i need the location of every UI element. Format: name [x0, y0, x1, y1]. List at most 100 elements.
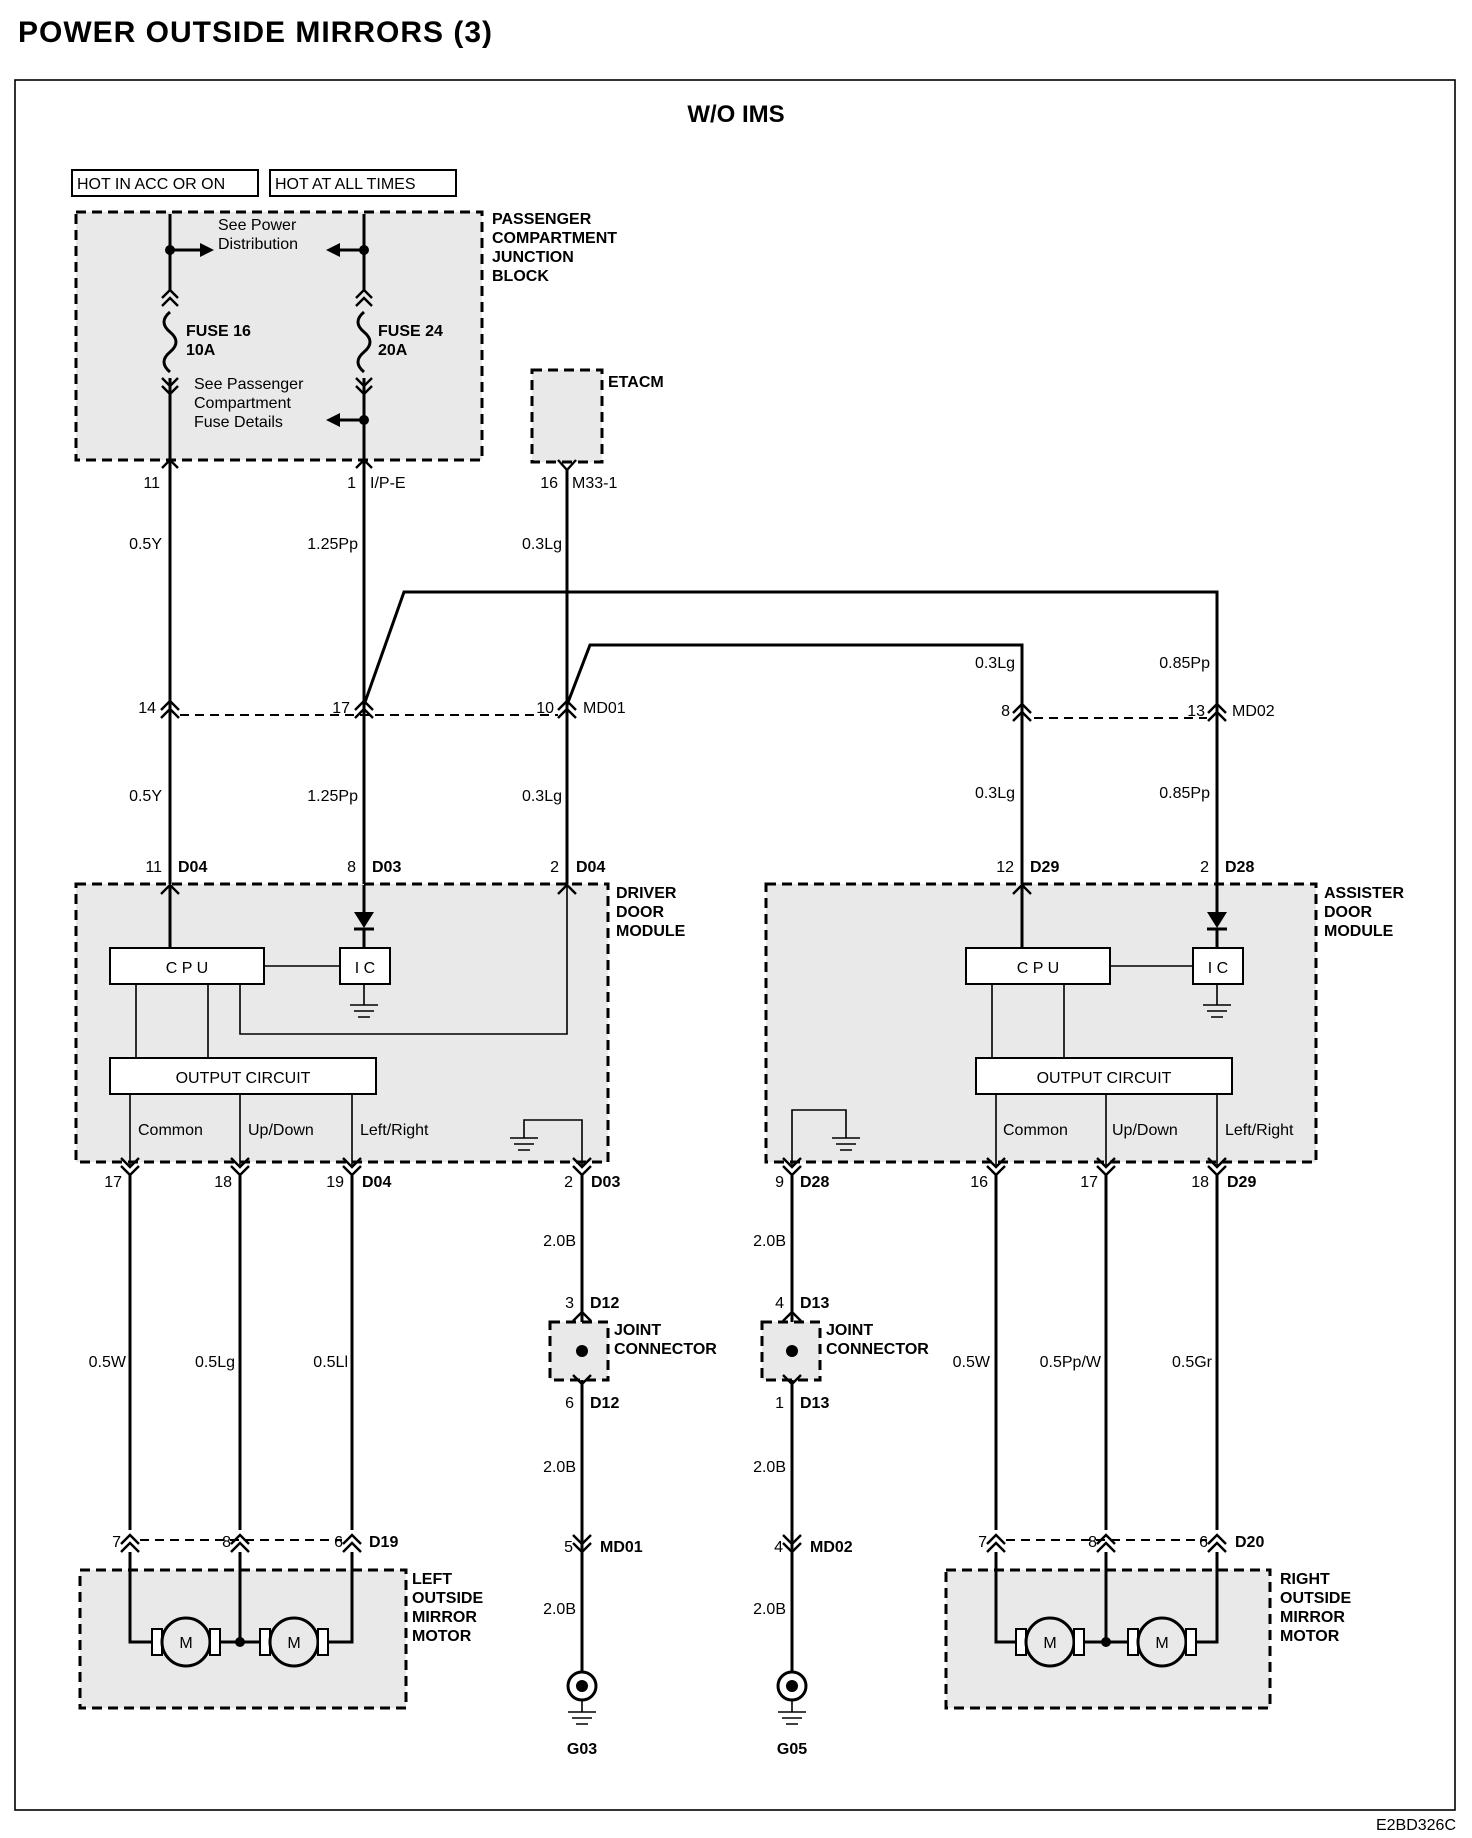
wire-labels-upper: 0.5Y 1.25Pp 0.3Lg 0.3Lg 0.85Pp 0.5Y 1.25… — [129, 536, 1210, 805]
svg-text:Distribution: Distribution — [218, 236, 298, 253]
svg-text:D13: D13 — [800, 1395, 829, 1412]
svg-text:Left/Right: Left/Right — [360, 1122, 429, 1139]
svg-text:0.5Y: 0.5Y — [129, 788, 162, 805]
svg-text:D28: D28 — [800, 1174, 829, 1191]
svg-text:Up/Down: Up/Down — [1112, 1122, 1178, 1139]
right-motor-1: M — [1043, 1635, 1056, 1652]
ground-g05-icon — [776, 1670, 808, 1725]
wire-labels-lower: 2.0B 2.0B 0.5W 0.5Lg 0.5Ll 0.5W 0.5Pp/W … — [89, 1233, 1213, 1618]
svg-text:DOOR: DOOR — [1324, 904, 1372, 921]
driver-cpu: C P U — [166, 960, 208, 977]
svg-text:JOINT: JOINT — [826, 1322, 873, 1339]
hot-acc-label: HOT IN ACC OR ON — [77, 176, 225, 193]
svg-text:MOTOR: MOTOR — [412, 1628, 472, 1645]
ground-connector-pins: 5 4 — [564, 1539, 783, 1556]
svg-text:FUSE 16: FUSE 16 — [186, 323, 251, 340]
left-mirror-motor-label: LEFT OUTSIDE MIRROR MOTOR — [412, 1571, 483, 1645]
svg-text:See Passenger: See Passenger — [194, 376, 304, 393]
ground-connectors — [572, 1534, 802, 1554]
svg-text:2.0B: 2.0B — [543, 1233, 576, 1250]
top-pin-labels: 11 1 I/P-E 16 M33-1 — [143, 475, 617, 492]
svg-text:D13: D13 — [800, 1295, 829, 1312]
ground-g03-label: G03 — [567, 1741, 597, 1758]
assister-door-module-label: ASSISTER DOOR MODULE — [1324, 885, 1404, 940]
svg-text:8: 8 — [1088, 1534, 1097, 1551]
svg-text:10: 10 — [536, 700, 554, 717]
left-motor-2: M — [287, 1635, 300, 1652]
svg-text:20A: 20A — [378, 342, 408, 359]
svg-text:COMPARTMENT: COMPARTMENT — [492, 230, 617, 247]
svg-text:RIGHT: RIGHT — [1280, 1571, 1330, 1588]
svg-text:9: 9 — [775, 1174, 784, 1191]
junction-wiring — [161, 214, 373, 475]
svg-text:D29: D29 — [1030, 859, 1059, 876]
svg-text:MD02: MD02 — [1232, 703, 1275, 720]
svg-text:MODULE: MODULE — [1324, 923, 1394, 940]
svg-text:I/P-E: I/P-E — [370, 475, 406, 492]
joint-pin-numbers: 3 6 4 1 — [565, 1295, 784, 1412]
svg-text:D03: D03 — [372, 859, 401, 876]
svg-text:0.5W: 0.5W — [953, 1354, 991, 1371]
svg-text:JUNCTION: JUNCTION — [492, 249, 574, 266]
svg-text:16: 16 — [970, 1174, 988, 1191]
etacm-block — [530, 368, 604, 464]
driver-output-labels: Common Up/Down Left/Right — [138, 1122, 429, 1139]
left-motor-1: M — [179, 1635, 192, 1652]
svg-text:0.85Pp: 0.85Pp — [1159, 785, 1210, 802]
svg-text:D03: D03 — [591, 1174, 620, 1191]
svg-text:MIRROR: MIRROR — [412, 1609, 477, 1626]
svg-text:17: 17 — [104, 1174, 122, 1191]
assister-output-circuit: OUTPUT CIRCUIT — [1037, 1070, 1172, 1087]
right-mirror-motor-label: RIGHT OUTSIDE MIRROR MOTOR — [1280, 1571, 1351, 1645]
svg-text:5: 5 — [564, 1539, 573, 1556]
svg-text:DRIVER: DRIVER — [616, 885, 677, 902]
svg-text:1: 1 — [347, 475, 356, 492]
svg-text:17: 17 — [1080, 1174, 1098, 1191]
svg-text:MD01: MD01 — [600, 1539, 643, 1556]
svg-text:0.5Ll: 0.5Ll — [313, 1354, 348, 1371]
svg-text:0.3Lg: 0.3Lg — [975, 655, 1015, 672]
svg-text:0.5Gr: 0.5Gr — [1172, 1354, 1213, 1371]
md-connector-row — [160, 699, 1227, 722]
svg-text:Common: Common — [138, 1122, 203, 1139]
right-motor-circuit — [994, 1552, 1219, 1668]
right-motor-2: M — [1155, 1635, 1168, 1652]
svg-text:0.5Lg: 0.5Lg — [195, 1354, 235, 1371]
svg-text:MIRROR: MIRROR — [1280, 1609, 1345, 1626]
driver-output-circuit: OUTPUT CIRCUIT — [176, 1070, 311, 1087]
svg-text:2.0B: 2.0B — [753, 1601, 786, 1618]
svg-text:BLOCK: BLOCK — [492, 268, 549, 285]
svg-text:7: 7 — [112, 1534, 121, 1551]
svg-text:1.25Pp: 1.25Pp — [307, 536, 358, 553]
svg-text:2.0B: 2.0B — [753, 1459, 786, 1476]
ground-connector-ids: MD01 MD02 — [600, 1539, 853, 1556]
svg-text:6: 6 — [334, 1534, 343, 1551]
assister-door-module — [764, 882, 1318, 1164]
output-connector-labels: D04 D03 D28 D29 — [362, 1174, 1256, 1191]
diagram-code: E2BD326C — [1376, 1817, 1456, 1834]
svg-text:0.3Lg: 0.3Lg — [975, 785, 1015, 802]
assister-ic: I C — [1208, 960, 1228, 977]
svg-text:0.3Lg: 0.3Lg — [522, 536, 562, 553]
svg-text:D29: D29 — [1227, 1174, 1256, 1191]
svg-text:12: 12 — [996, 859, 1014, 876]
svg-text:LEFT: LEFT — [412, 1571, 452, 1588]
motor-pin-numbers: 7 8 6 7 8 6 — [112, 1534, 1208, 1551]
driver-door-module-label: DRIVER DOOR MODULE — [616, 885, 686, 940]
svg-text:2: 2 — [564, 1174, 573, 1191]
svg-text:0.5Y: 0.5Y — [129, 536, 162, 553]
svg-text:0.5W: 0.5W — [89, 1354, 127, 1371]
svg-text:1.25Pp: 1.25Pp — [307, 788, 358, 805]
svg-text:11: 11 — [143, 475, 160, 492]
svg-text:6: 6 — [565, 1395, 574, 1412]
svg-text:CONNECTOR: CONNECTOR — [614, 1341, 717, 1358]
svg-text:Fuse Details: Fuse Details — [194, 414, 283, 431]
assister-cpu: C P U — [1017, 960, 1059, 977]
svg-text:3: 3 — [565, 1295, 574, 1312]
svg-text:D19: D19 — [369, 1534, 398, 1551]
fuse-details-note: See Passenger Compartment Fuse Details — [194, 376, 304, 431]
svg-text:2: 2 — [550, 859, 559, 876]
svg-text:FUSE 24: FUSE 24 — [378, 323, 443, 340]
svg-text:MODULE: MODULE — [616, 923, 686, 940]
assister-module-internals — [791, 883, 1244, 1165]
